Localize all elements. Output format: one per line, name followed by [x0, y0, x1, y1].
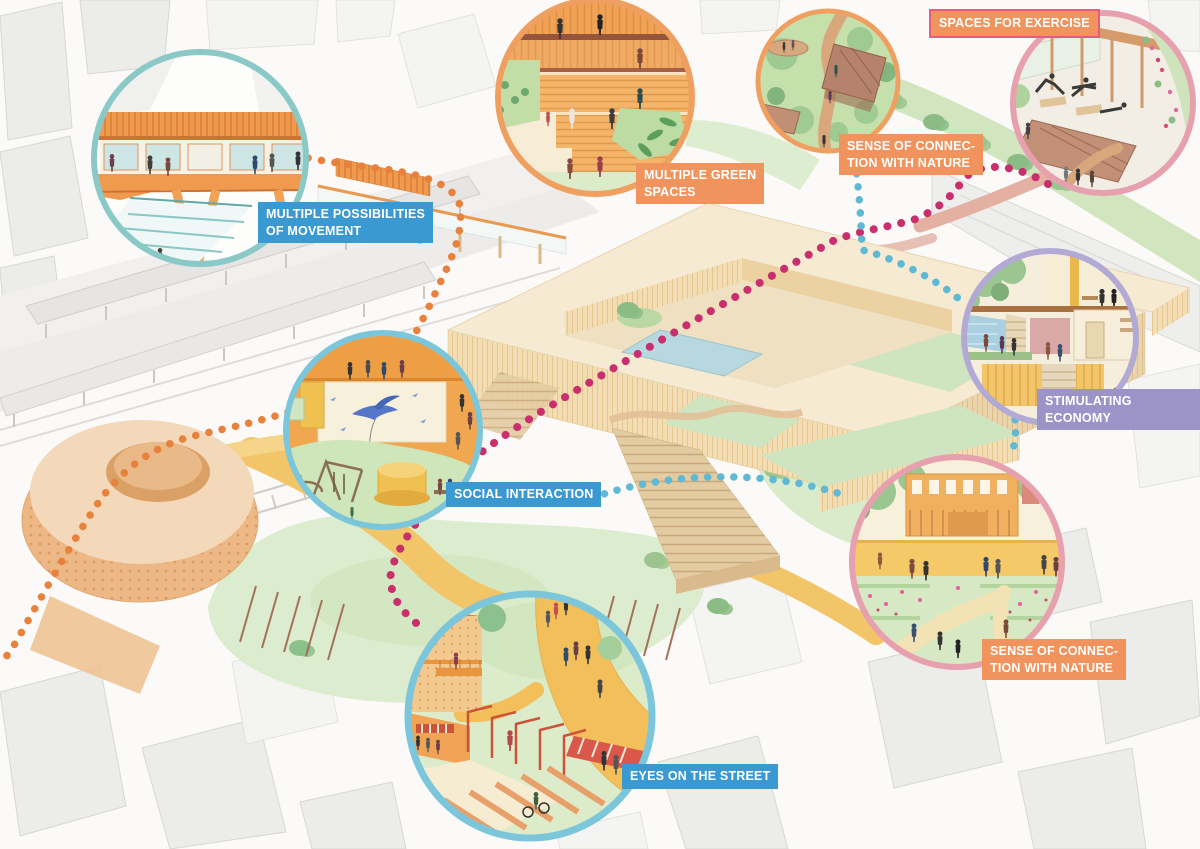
callout-circle-border: [283, 330, 483, 530]
label-eyes-on-the-street: EYES ON THE STREET: [622, 764, 779, 789]
linear-park: [810, 52, 1200, 282]
callout-sense-of-connection-with-nature-park: [755, 8, 901, 154]
callout-circle-border: [404, 590, 656, 842]
callout-circle-border: [91, 49, 309, 267]
route-orange: [0, 154, 465, 668]
callout-circle-border: [849, 454, 1065, 670]
callout-circle-border: [495, 0, 695, 197]
callout-eyes-on-the-street: [404, 590, 656, 842]
label-sense-of-connection-with-nature-plaza: SENSE OF CONNEC- TION WITH NATURE: [982, 639, 1127, 680]
label-sense-of-connection-with-nature-park: SENSE OF CONNEC- TION WITH NATURE: [839, 134, 984, 175]
label-social-interaction: SOCIAL INTERACTION: [446, 482, 602, 507]
label-spaces-for-exercise: SPACES FOR EXERCISE: [929, 9, 1100, 38]
green-roof: [664, 395, 800, 448]
lawn-patch: [685, 120, 820, 190]
label-multiple-possibilities-of-movement: MULTIPLE POSSIBILITIES OF MOVEMENT: [258, 202, 434, 243]
courtyard-pool: [620, 329, 764, 377]
platform-canopy: [0, 261, 437, 417]
callout-spaces-for-exercise: [1010, 10, 1196, 196]
callout-social-interaction: [283, 330, 483, 530]
cyclist: [522, 792, 550, 818]
callout-circle-border: [1010, 10, 1196, 196]
callout-circle-border: [755, 8, 901, 154]
round-building: [21, 420, 259, 694]
label-multiple-green-spaces: MULTIPLE GREEN SPACES: [636, 163, 765, 204]
label-stimulating-economy: STIMULATING ECONOMY: [1037, 389, 1200, 430]
street-pergola: [466, 704, 587, 776]
